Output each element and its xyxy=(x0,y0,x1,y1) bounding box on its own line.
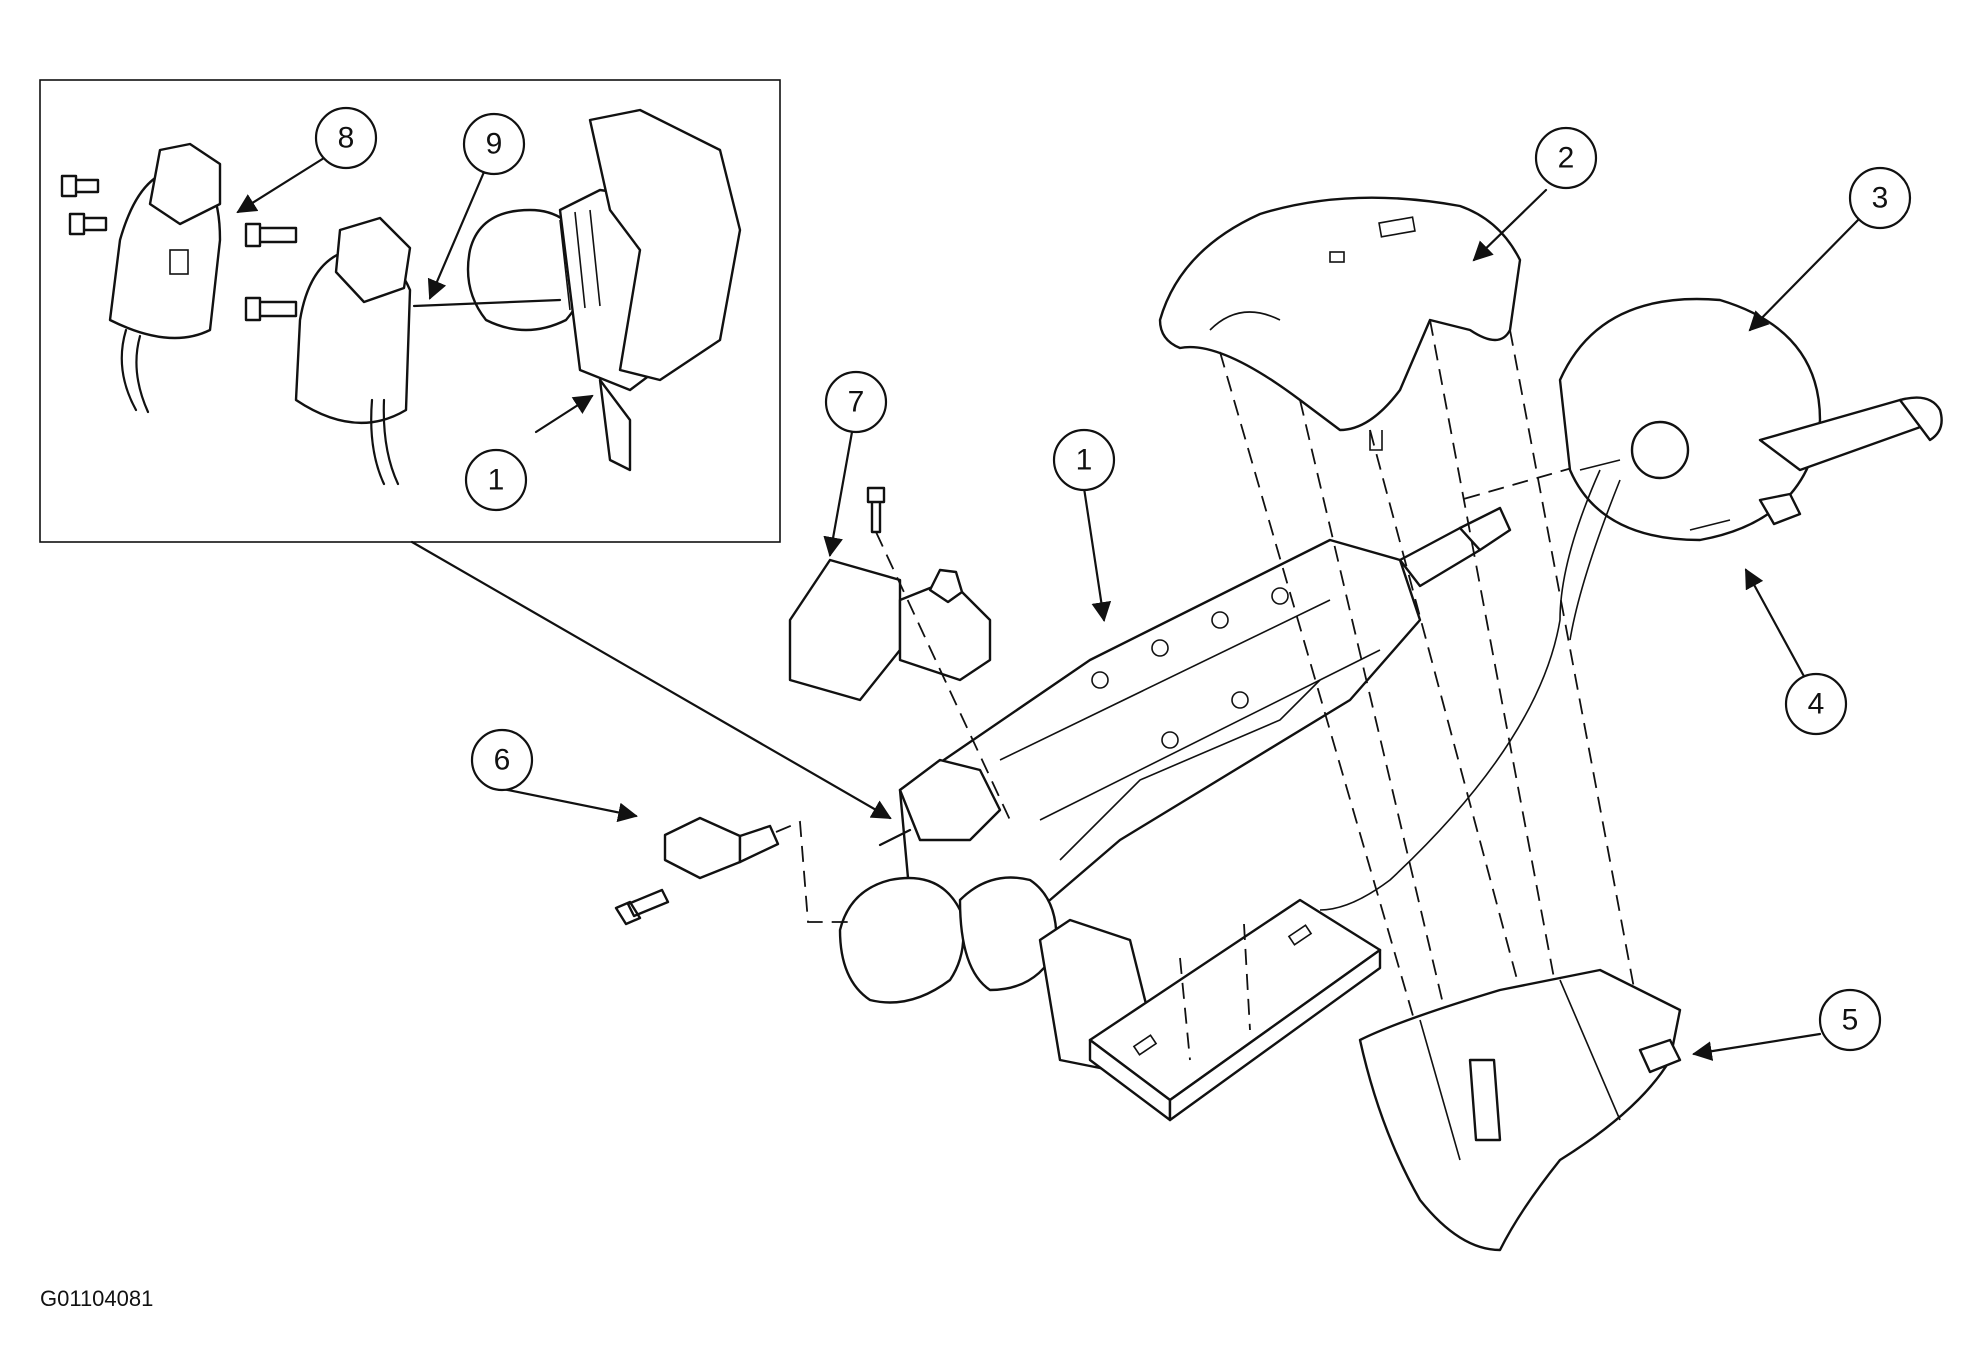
callout-label: 8 xyxy=(338,122,355,155)
callout-inset-1: 1 xyxy=(464,448,528,512)
inset-screws-middle xyxy=(244,222,298,322)
callout-inset-9: 9 xyxy=(462,112,526,176)
callout-label: 3 xyxy=(1872,182,1889,215)
callout-main-3: 3 xyxy=(1848,166,1912,230)
callout-label: 9 xyxy=(486,128,503,161)
callout-label: 7 xyxy=(848,386,865,419)
callout-label: 5 xyxy=(1842,1004,1859,1037)
inset-lock-housing xyxy=(412,108,742,472)
figure-code: G01104081 xyxy=(40,1286,153,1311)
callout-main-1: 1 xyxy=(1052,428,1116,492)
callout-main-5: 5 xyxy=(1818,988,1882,1052)
callout-label: 1 xyxy=(488,464,505,497)
inset-detail-box xyxy=(39,79,781,543)
callout-main-2: 2 xyxy=(1534,126,1598,190)
inset-lock-module xyxy=(108,142,222,414)
mounting-bracket xyxy=(1088,898,1382,1122)
callout-arrows xyxy=(236,156,1862,1061)
callout-label: 2 xyxy=(1558,142,1575,175)
inset-screws-left xyxy=(60,174,108,236)
callout-main-4: 4 xyxy=(1784,672,1848,736)
callout-inset-8: 8 xyxy=(314,106,378,170)
callout-label: 4 xyxy=(1808,688,1825,721)
item-7-module xyxy=(788,486,1011,821)
callout-label: 6 xyxy=(494,744,511,777)
callout-main-6: 6 xyxy=(470,728,534,792)
inset-leader-line xyxy=(410,540,892,820)
callout-main-7: 7 xyxy=(824,370,888,434)
item-6-cap xyxy=(614,816,850,926)
inset-switch-module xyxy=(294,216,412,486)
callout-label: 1 xyxy=(1076,444,1093,477)
lower-shroud xyxy=(1358,968,1682,1252)
upper-shroud xyxy=(1158,196,1522,451)
multifunction-switch xyxy=(1319,297,1943,911)
steering-column-assembly xyxy=(838,506,1512,1072)
